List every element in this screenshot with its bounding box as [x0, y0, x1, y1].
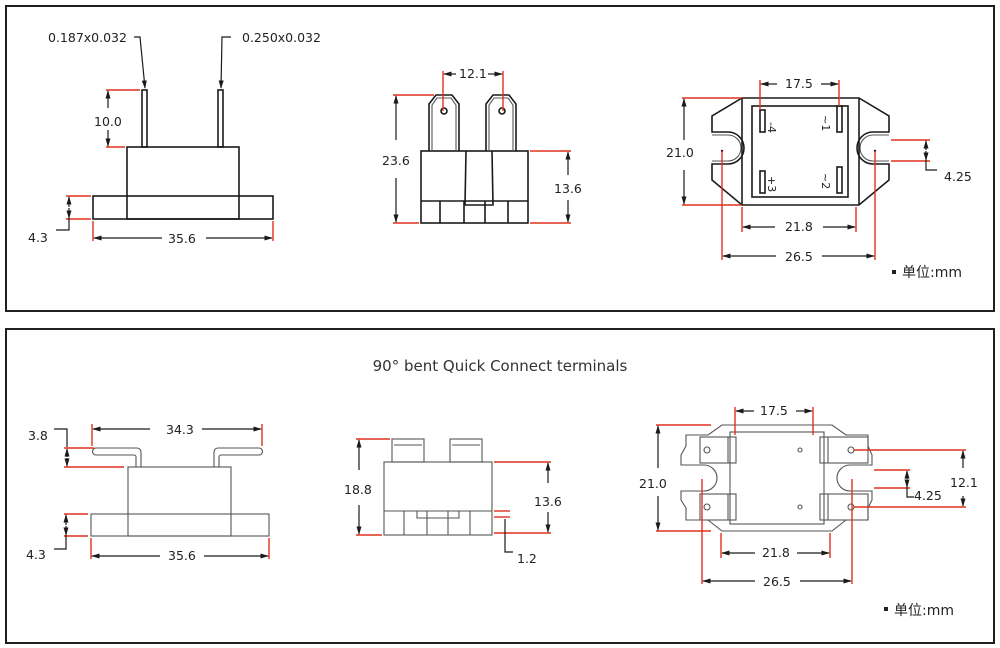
top-view-housing [711, 97, 890, 206]
dim-slot-width: 4.25 [944, 169, 972, 184]
flange-base [92, 195, 274, 220]
pin-label-1: ~1 [819, 115, 832, 131]
leader-left-spec [134, 36, 147, 89]
pin-label-3: +3 [765, 176, 778, 192]
bullet-icon [884, 607, 888, 611]
panel-bent-terminals [5, 328, 995, 644]
dim-flange-height: 4.3 [28, 230, 48, 245]
tab-bottom-left [699, 493, 737, 521]
pin-3 [759, 170, 766, 194]
top-top-view: -4 ~1 +3 ~2 17.5 21.0 4.25 21.8 [666, 76, 972, 281]
dim-bent-overall-depth: 21.0 [639, 476, 667, 491]
dim-bent-overall-height: 18.8 [344, 482, 372, 497]
panel-straight-terminals [5, 5, 995, 312]
front-body [420, 150, 529, 224]
pin-label-4: -4 [765, 122, 778, 133]
dim-terminal-pitch: 12.1 [459, 66, 487, 81]
terminal-right [217, 89, 224, 148]
dim-overall-height: 23.6 [382, 153, 410, 168]
bent-top-inner [729, 431, 825, 525]
bottom-top-view: 17.5 21.0 12.1 4.25 21.8 26.5 单位:mm [639, 403, 978, 619]
bent-tab-right [449, 438, 483, 463]
dim-body-width: 21.8 [785, 219, 813, 234]
dim-overall-depth: 21.0 [666, 145, 694, 160]
front-body-bent [383, 461, 493, 536]
pin-2 [836, 166, 843, 194]
relay-body [126, 146, 240, 220]
bent-tab-left [391, 438, 425, 463]
bottom-front-view: 18.8 13.6 1.2 [344, 438, 562, 566]
front-terminal-left [428, 94, 460, 151]
terminal-left-spec: 0.187x0.032 [48, 30, 127, 45]
dim-bent-body-height: 13.6 [534, 494, 562, 509]
top-front-view: 12.1 23.6 13.6 [382, 66, 582, 224]
dim-bent-slot-width: 4.25 [914, 488, 942, 503]
pin-label-2: ~2 [819, 173, 832, 189]
dim-bent-terminal-spacing: 17.5 [760, 403, 788, 418]
bent-top-housing [680, 424, 873, 532]
dim-bent-terminal-height: 3.8 [28, 428, 48, 443]
tab-top-left [699, 436, 737, 464]
dim-body-height: 13.6 [554, 181, 582, 196]
relay-body-bent [127, 466, 232, 537]
bottom-side-view: 34.3 3.8 4.3 35.6 [26, 422, 270, 563]
dim-terminal-spacing: 17.5 [785, 76, 813, 91]
dim-base-width: 35.6 [168, 231, 196, 246]
top-side-view: 0.187x0.032 0.250x0.032 10.0 4.3 35.6 [28, 30, 321, 246]
leader-right-spec [218, 36, 231, 89]
unit-note-top: 单位:mm [902, 265, 962, 281]
bullet-icon [892, 270, 896, 274]
dim-terminal-span: 34.3 [166, 422, 194, 437]
bent-terminal-left [91, 447, 142, 467]
dim-bent-mount-hole-pitch: 26.5 [763, 574, 791, 589]
pin-1 [836, 105, 843, 133]
dim-bent-base-width: 35.6 [168, 548, 196, 563]
bottom-panel-title: 90° bent Quick Connect terminals [373, 357, 628, 375]
bent-terminal-right [213, 447, 264, 467]
unit-note-bottom: 单位:mm [894, 603, 954, 619]
flange-base-bent [90, 513, 270, 537]
pin-4 [759, 109, 766, 133]
dim-terminal-height: 10.0 [94, 114, 122, 129]
dim-step: 1.2 [517, 551, 537, 566]
dim-bent-flange-height: 4.3 [26, 547, 46, 562]
dim-bent-body-width: 21.8 [762, 545, 790, 560]
dim-mount-hole-pitch: 26.5 [785, 249, 813, 264]
terminal-left [141, 89, 148, 148]
top-view-inner [751, 105, 849, 198]
dim-bent-terminal-pitch: 12.1 [950, 475, 978, 490]
terminal-right-spec: 0.250x0.032 [242, 30, 321, 45]
front-terminal-right [485, 94, 517, 151]
